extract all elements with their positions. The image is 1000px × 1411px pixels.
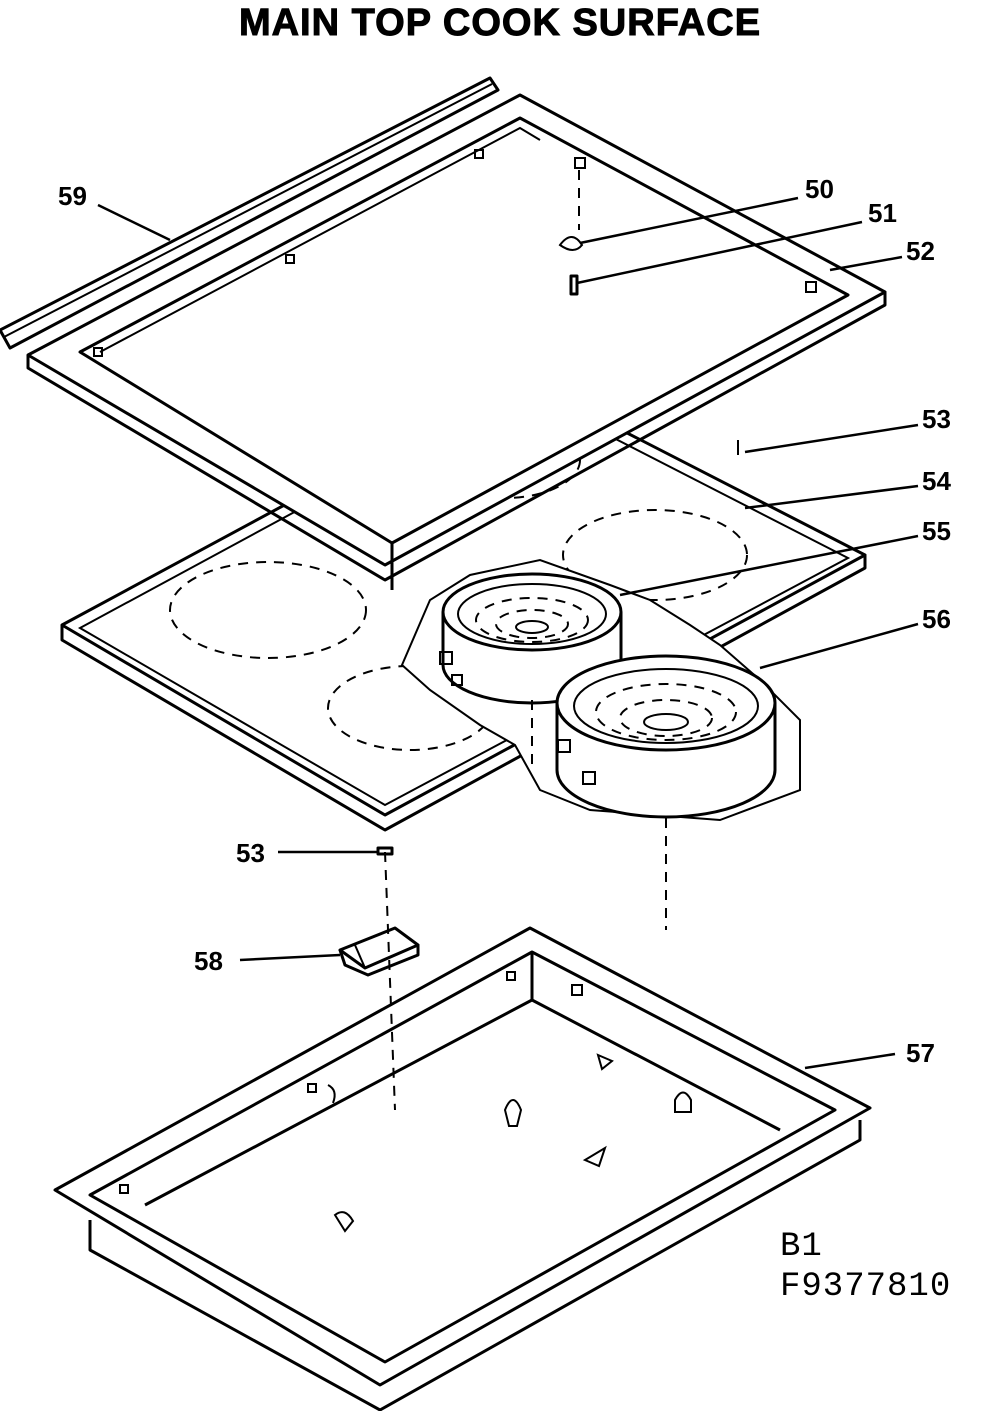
trim-strip (0, 76, 500, 350)
label-56: 56 (922, 604, 951, 634)
top-frame (26, 93, 887, 590)
bracket-screw-axis (384, 851, 396, 1111)
label-53-left: 53 (236, 838, 265, 868)
clip-part (558, 236, 584, 251)
label-52: 52 (906, 236, 935, 266)
burner-element-front (555, 654, 777, 819)
label-57: 57 (906, 1038, 935, 1068)
diagram-code-number: F9377810 (780, 1268, 952, 1306)
label-59: 59 (58, 181, 87, 211)
screw-part (569, 274, 579, 296)
lower-pan (53, 926, 872, 1411)
label-50: 50 (805, 174, 834, 204)
label-51: 51 (868, 198, 897, 228)
label-58: 58 (194, 946, 223, 976)
label-55: 55 (922, 516, 951, 546)
leader-lines (97, 196, 919, 1070)
label-53-top: 53 (922, 404, 951, 434)
label-54: 54 (922, 466, 951, 496)
diagram-code-b1: B1 (780, 1228, 823, 1266)
diagram-title: MAIN TOP COOK SURFACE (238, 2, 762, 45)
bracket-part (338, 926, 420, 977)
screw-53-left (376, 846, 394, 856)
